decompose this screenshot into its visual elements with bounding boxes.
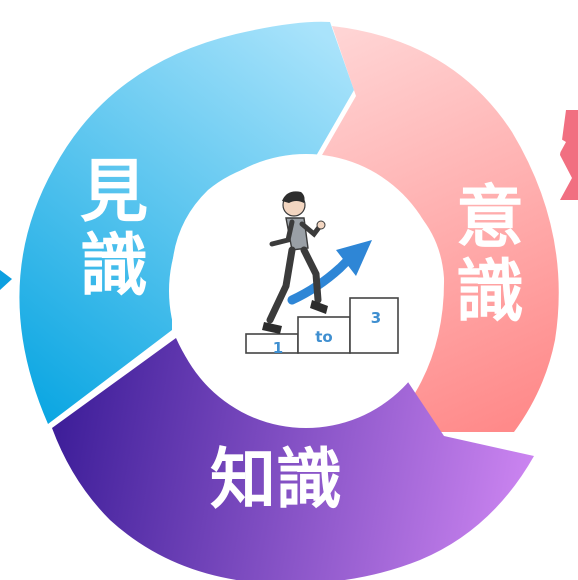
step-3 (349, 297, 399, 354)
segment-top-left (19, 21, 355, 424)
segment-right-label-1: 意 (456, 179, 524, 258)
segment-top-left-label-1: 見 (80, 153, 148, 232)
step-3-label: 3 (371, 309, 381, 327)
segment-right (318, 26, 559, 432)
businessman-figure (262, 191, 328, 334)
segment-bottom-label: 知識 (210, 441, 342, 518)
segment-top-left-label-2: 識 (80, 227, 148, 306)
segment-bottom (52, 338, 534, 580)
climbing-steps-businessman-icon: 1 to 3 (245, 191, 399, 357)
step-2-label: to (315, 328, 332, 346)
edge-chevron-red (560, 110, 578, 200)
edge-chevron-red-inner (556, 136, 566, 153)
step-1-label: 1 (273, 339, 283, 357)
edge-arrow-blue (0, 270, 12, 290)
growth-arrow-head (336, 240, 372, 276)
segment-right-label-2: 識 (456, 253, 524, 332)
